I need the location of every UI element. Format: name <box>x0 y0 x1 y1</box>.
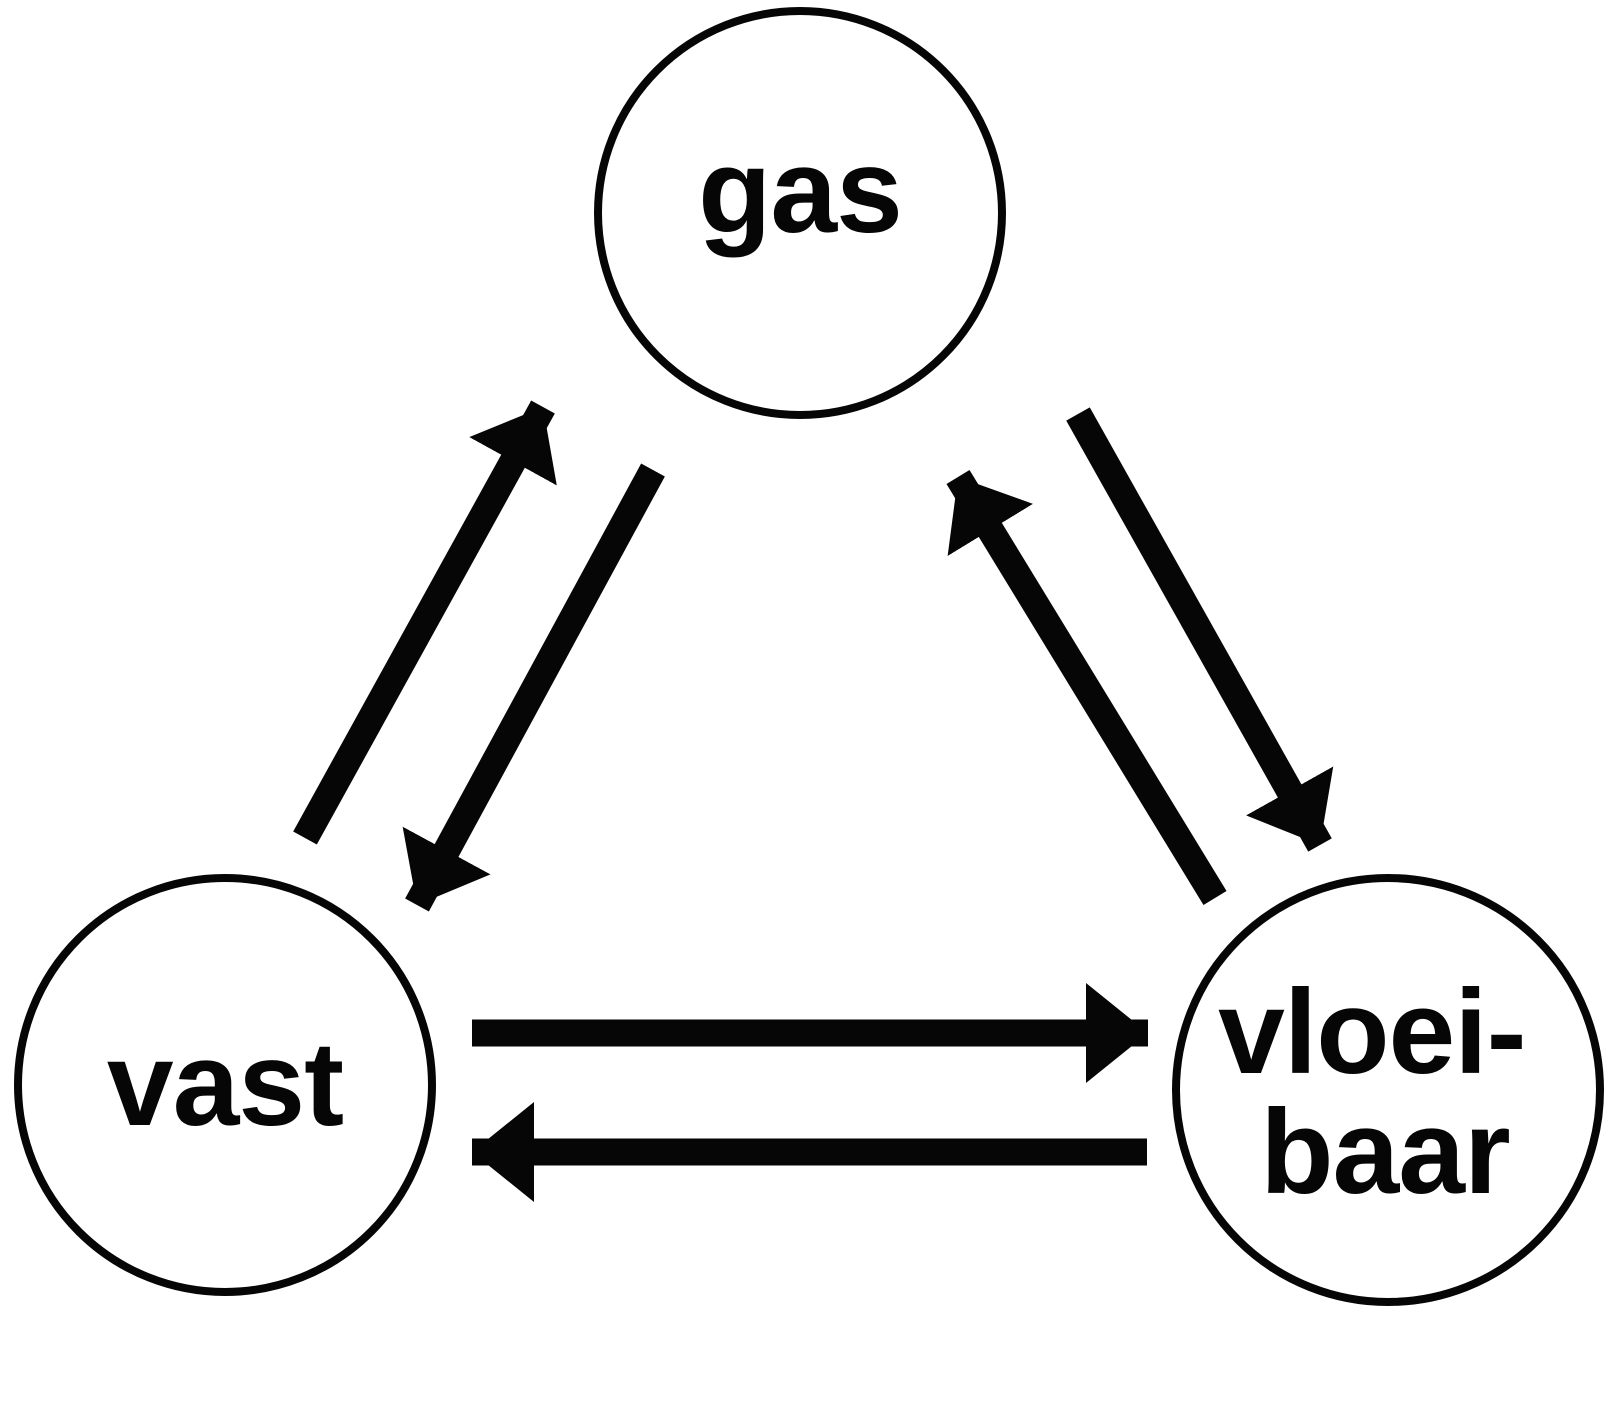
node-vloeibaar-label-line1: vloei- <box>1218 965 1525 1099</box>
node-vast-label: vast <box>107 1017 343 1151</box>
node-gas-circle <box>594 7 1006 419</box>
arrow-vloeibaar-to-gas <box>946 469 1227 906</box>
node-vloeibaar-label: vloei- baar <box>1218 965 1558 1219</box>
node-vloeibaar-label-line2: baar <box>1260 1085 1509 1219</box>
node-vloeibaar-circle <box>1172 874 1604 1306</box>
node-gas-label: gas <box>698 124 902 258</box>
arrow-gas-to-vloeibaar <box>1066 407 1334 852</box>
arrow-gas-to-vast <box>402 463 665 912</box>
arrow-vast-to-gas <box>293 400 557 845</box>
node-vast-circle <box>14 874 436 1296</box>
